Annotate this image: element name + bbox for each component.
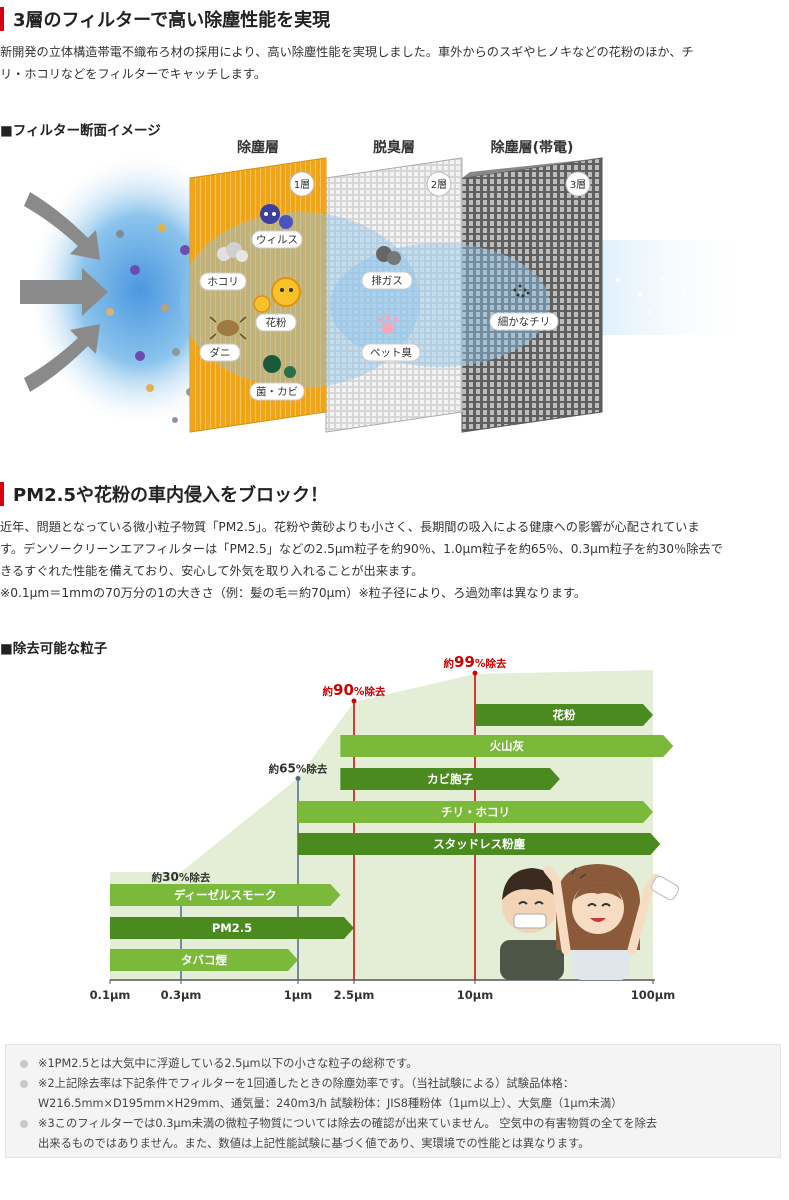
label-dust-text: ホコリ	[207, 276, 239, 288]
virus-icon	[260, 204, 293, 229]
note-text: ※3このフィルターでは0.3μm未満の微粒子物質については除去の確認が出来ていま…	[38, 1117, 658, 1130]
layer-2-title: 脱臭層	[373, 139, 415, 156]
section1-heading-text: 3層のフィルターで高い除塵性能を実現	[13, 10, 331, 31]
particle-range-bar	[298, 833, 661, 855]
section2-heading-text: PM2.5や花粉の車内侵入をブロック！	[13, 485, 328, 506]
filter-image-title: ■フィルター断面イメージ	[0, 123, 161, 139]
label-dust: ホコリ	[199, 272, 247, 291]
x-axis-tick-label: 2.5μm	[334, 988, 375, 1002]
removal-marker-dot	[295, 776, 301, 781]
layer-1-badge-text: 1層	[294, 179, 310, 191]
label-pollen-text: 花粉	[266, 316, 287, 329]
particle-chart-title: ■除去可能な粒子	[0, 641, 108, 657]
fine-dust-icon	[513, 284, 530, 298]
removal-marker-dot	[351, 698, 357, 704]
note-item: ※1PM2.5とは大気中に浮遊している2.5μm以下の小さな粒子の総称です。	[16, 1054, 770, 1074]
paw-icon	[377, 314, 399, 334]
removal-rate-label: 約99%除去	[444, 653, 507, 671]
particle-range-label: チリ・ホコリ	[441, 805, 510, 819]
layer-1-badge: 1層	[289, 171, 315, 197]
label-mite-text: ダニ	[210, 346, 231, 359]
layer-3-badge: 3層	[565, 171, 591, 197]
label-bacteria-text: 菌・カビ	[256, 386, 298, 398]
particle-range-label: スタッドレス粉塵	[433, 837, 525, 851]
mite-icon	[209, 316, 247, 340]
happy-people-illustration	[500, 864, 679, 980]
label-pollen: 花粉	[255, 313, 297, 332]
particle-range-label: 火山灰	[490, 739, 525, 753]
x-axis-tick-label: 1μm	[284, 988, 312, 1002]
label-fine-dust: 細かなチリ	[489, 312, 559, 331]
x-axis-tick-label: 0.1μm	[90, 988, 131, 1002]
section1-body: 新開発の立体構造帯電不織布ろ材の採用により、高い除塵性能を実現しました。車外から…	[0, 41, 786, 85]
x-axis-tick-label: 0.3μm	[161, 988, 202, 1002]
section1-body-line: リ・ホコリなどをフィルターでキャッチします。	[0, 67, 266, 81]
section1-body-line: 新開発の立体構造帯電不織布ろ材の採用により、高い除塵性能を実現しました。車外から…	[0, 45, 694, 59]
particle-range-bar	[298, 801, 653, 823]
particle-range-label: 花粉	[553, 708, 576, 722]
airflow-arrow-icon	[20, 192, 108, 392]
heading-accent-bar	[0, 482, 4, 506]
bacteria-mold-icon	[263, 355, 296, 378]
exhaust-gas-icon	[376, 246, 401, 265]
particle-range-bar	[110, 884, 341, 906]
layer-3-title: 除塵層(帯電)	[491, 139, 574, 156]
removable-particles-chart: 約30%除去 約65%除去 約90%除去 約99%除去 花粉火山灰カビ胞子チリ・ホコリ…	[90, 653, 679, 1002]
note-item: ※3このフィルターでは0.3μm未満の微粒子物質については除去の確認が出来ていま…	[16, 1114, 770, 1134]
particle-range-label: PM2.5	[212, 921, 252, 935]
bullet-dot-icon	[20, 1060, 28, 1068]
section2-heading: PM2.5や花粉の車内侵入をブロック！	[0, 481, 328, 507]
pollen-icon	[253, 277, 301, 313]
note-item: ※2上記除去率は下記条件でフィルターを1回通したときの除塵効率です。（当社試験に…	[16, 1074, 770, 1094]
removal-rate-label: 約65%除去	[269, 762, 328, 776]
note-item-continued: W216.5mm×D195mm×H29mm、通気量：240m3/h 試験粉体：J…	[16, 1094, 770, 1114]
bullet-dot-icon	[20, 1120, 28, 1128]
particle-range-bar	[340, 768, 560, 790]
label-exhaust: 排ガス	[361, 271, 413, 290]
section2-body-line: す。デンソークリーンエアフィルターは「PM2.5」などの2.5μm粒子を約90％…	[0, 542, 723, 556]
x-axis-tick-label: 10μm	[457, 988, 493, 1002]
note-text: ※2上記除去率は下記条件でフィルターを1回通したときの除塵効率です。（当社試験に…	[38, 1077, 575, 1090]
note-text: W216.5mm×D195mm×H29mm、通気量：240m3/h 試験粉体：J…	[38, 1097, 623, 1110]
label-virus: ウィルス	[251, 230, 303, 249]
layer-2-badge-text: 2層	[431, 179, 447, 191]
label-mite: ダニ	[199, 343, 241, 362]
filter-layer-1	[189, 157, 327, 433]
label-pet-odor-text: ペット臭	[370, 346, 412, 359]
filter-layer-3	[461, 157, 603, 433]
section2-body: 近年、問題となっている微小粒子物質「PM2.5」。花粉や黄砂よりも小さく、長期間…	[0, 516, 786, 604]
heading-accent-bar	[0, 7, 4, 31]
x-axis-tick-label: 100μm	[631, 988, 675, 1002]
particle-range-bar	[340, 735, 674, 757]
notes-box: ※1PM2.5とは大気中に浮遊している2.5μm以下の小さな粒子の総称です。 ※…	[5, 1044, 781, 1158]
filter-cross-section-illustration: 除塵層 脱臭層 除塵層(帯電) 1層 2層 3層 ウィルス ホコリ	[20, 139, 760, 433]
label-fine-dust-text: 細かなチリ	[498, 315, 551, 328]
particle-range-label: カビ胞子	[427, 772, 473, 786]
label-virus-text: ウィルス	[256, 234, 298, 246]
dust-cloud-icon	[217, 242, 248, 262]
note-text: ※1PM2.5とは大気中に浮遊している2.5μm以下の小さな粒子の総称です。	[38, 1057, 418, 1070]
particle-range-bar	[110, 917, 354, 939]
section2-body-line: ※0.1μm＝1mmの70万分の1の大きさ（例：髪の毛＝約70μm）※粒子径によ…	[0, 586, 587, 600]
bullet-dot-icon	[20, 1080, 28, 1088]
section2-body-line: 近年、問題となっている微小粒子物質「PM2.5」。花粉や黄砂よりも小さく、長期間…	[0, 520, 700, 534]
clean-air-sparkles	[616, 276, 702, 314]
label-exhaust-text: 排ガス	[371, 274, 403, 287]
layer-3-badge-text: 3層	[570, 179, 586, 191]
note-text: 出来るものではありません。また、数値は上記性能試験に基づく値であり、実環境での性…	[38, 1137, 590, 1150]
layer-1-title: 除塵層	[237, 139, 279, 156]
particle-range-bar	[475, 704, 653, 726]
particle-range-label: ディーゼルスモーク	[174, 888, 277, 902]
section2-body-line: きるすぐれた性能を備えており、安心して外気を取り入れることが出来ます。	[0, 564, 424, 578]
particle-range-bar	[110, 949, 298, 971]
particle-range-label: タバコ煙	[181, 953, 227, 967]
section1-heading: 3層のフィルターで高い除塵性能を実現	[0, 6, 330, 32]
removal-marker-dot	[472, 670, 478, 676]
label-pet-odor: ペット臭	[361, 343, 421, 362]
removal-rate-label: 約30%除去	[152, 870, 211, 884]
note-item-continued: 出来るものではありません。また、数値は上記性能試験に基づく値であり、実環境での性…	[16, 1134, 770, 1154]
removal-rate-label: 約90%除去	[323, 681, 386, 699]
label-bacteria: 菌・カビ	[249, 382, 305, 401]
layer-2-badge: 2層	[426, 171, 452, 197]
